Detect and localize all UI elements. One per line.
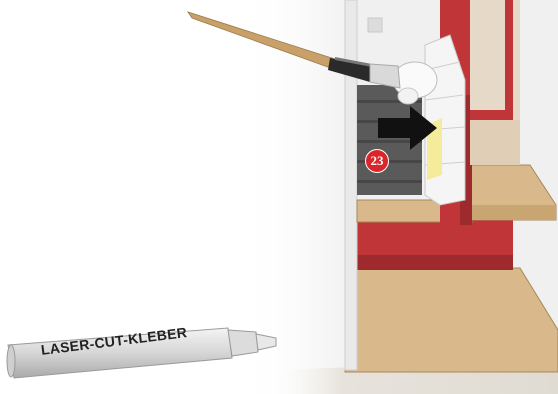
left-wall-column [345,0,357,370]
step-number-badge: 23 [366,150,388,172]
red-wall-lower [353,215,513,270]
brick-wall-piece [425,35,465,205]
